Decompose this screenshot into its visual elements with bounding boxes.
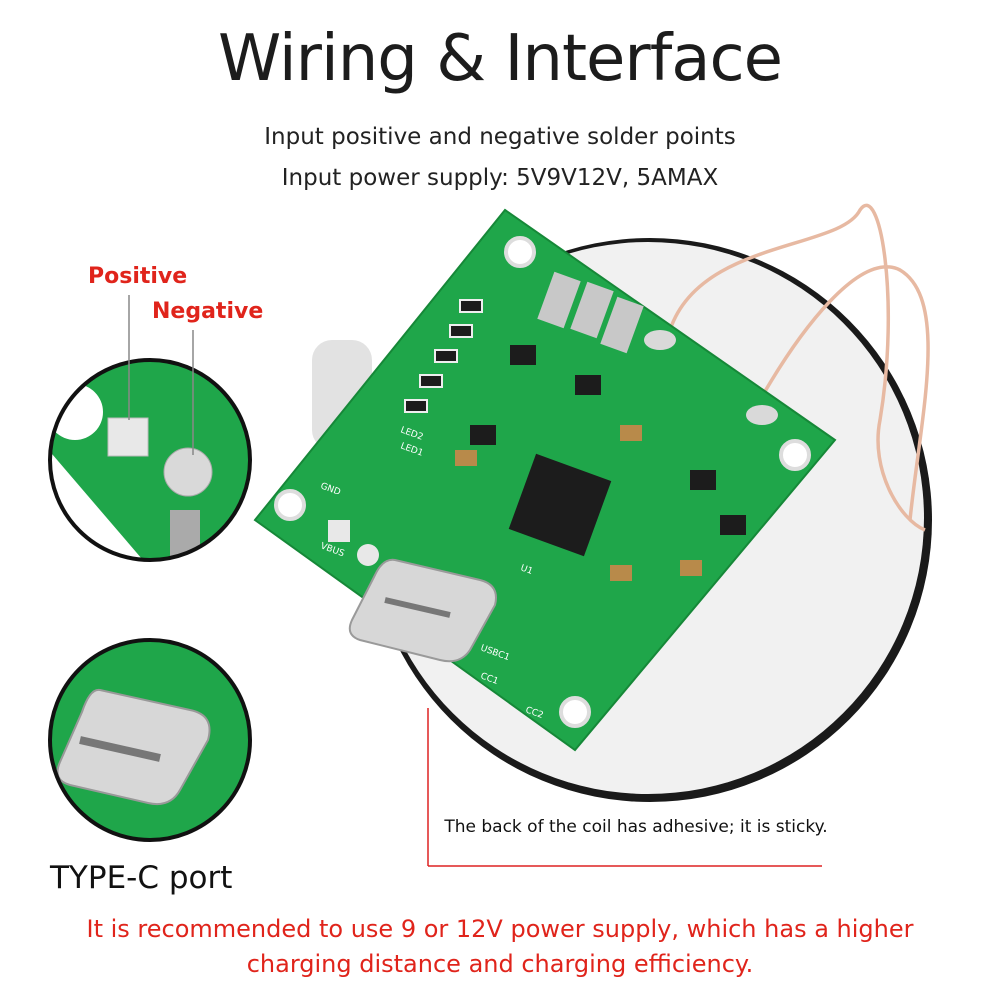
board-label-u1: U1: [519, 563, 534, 577]
negative-label: Negative: [152, 299, 264, 324]
usb-c-connector-board: [348, 558, 497, 663]
recommendation-line-1: It is recommended to use 9 or 12V power …: [86, 915, 914, 943]
type-c-zoom: [48, 638, 252, 842]
subtitle-power-supply: Input power supply: 5V9V12V, 5AMAX: [281, 165, 719, 191]
type-c-port-label: TYPE-C port: [50, 860, 233, 896]
subtitle-solder-points: Input positive and negative solder point…: [264, 124, 736, 150]
coil-note-leader: [427, 708, 822, 867]
page-title: Wiring & Interface: [217, 22, 783, 96]
recommendation-line-2: charging distance and charging efficienc…: [246, 950, 754, 978]
coil-adhesive-note: The back of the coil has adhesive; it is…: [444, 817, 828, 837]
positive-label: Positive: [88, 264, 188, 289]
pcb-board: [253, 208, 837, 752]
coil-wires: [668, 203, 930, 532]
solder-points-zoom: [48, 295, 252, 562]
